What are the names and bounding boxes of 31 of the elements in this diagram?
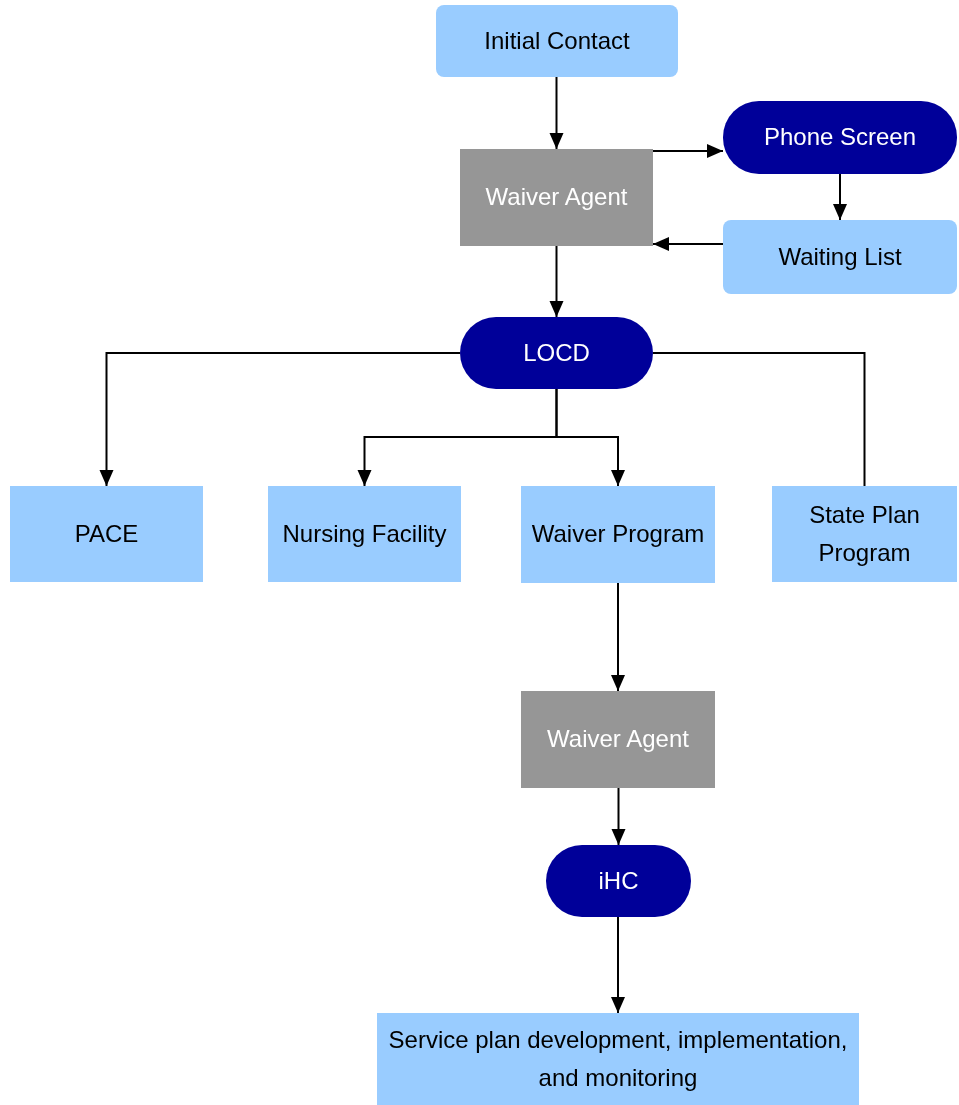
arrow	[833, 173, 847, 221]
arrow	[555, 388, 625, 487]
agent-box	[460, 149, 653, 246]
arrow	[549, 76, 564, 150]
node-label: iHC	[598, 865, 639, 896]
node-label: Waiver Program	[531, 519, 705, 550]
arrow	[652, 144, 724, 158]
arrow	[549, 245, 564, 318]
node-label: Waiver Agent	[547, 724, 689, 755]
process-box	[268, 486, 461, 582]
node-label: Service plan development, implementation, and monitoring	[387, 1024, 849, 1093]
node-label: PACE	[74, 518, 139, 549]
process-box	[521, 486, 715, 583]
process-box	[10, 486, 203, 582]
node-label: Phone Screen	[763, 122, 917, 153]
arrow	[99, 352, 461, 487]
process-box	[436, 5, 678, 77]
process-box	[377, 1013, 859, 1105]
node-label: State Plan Program	[808, 499, 921, 568]
arrow	[652, 237, 724, 251]
arrow	[611, 787, 626, 846]
node-label: LOCD	[523, 337, 590, 368]
arrow	[611, 582, 625, 692]
node-label: Nursing Facility	[282, 518, 447, 549]
process-box	[723, 220, 957, 294]
node-label: Waiver Agent	[485, 182, 628, 213]
node-label: Initial Contact	[484, 25, 630, 56]
arrow	[611, 916, 625, 1014]
process-box	[772, 486, 957, 582]
node-label: Waiting List	[778, 241, 902, 272]
agent-box	[521, 691, 715, 788]
